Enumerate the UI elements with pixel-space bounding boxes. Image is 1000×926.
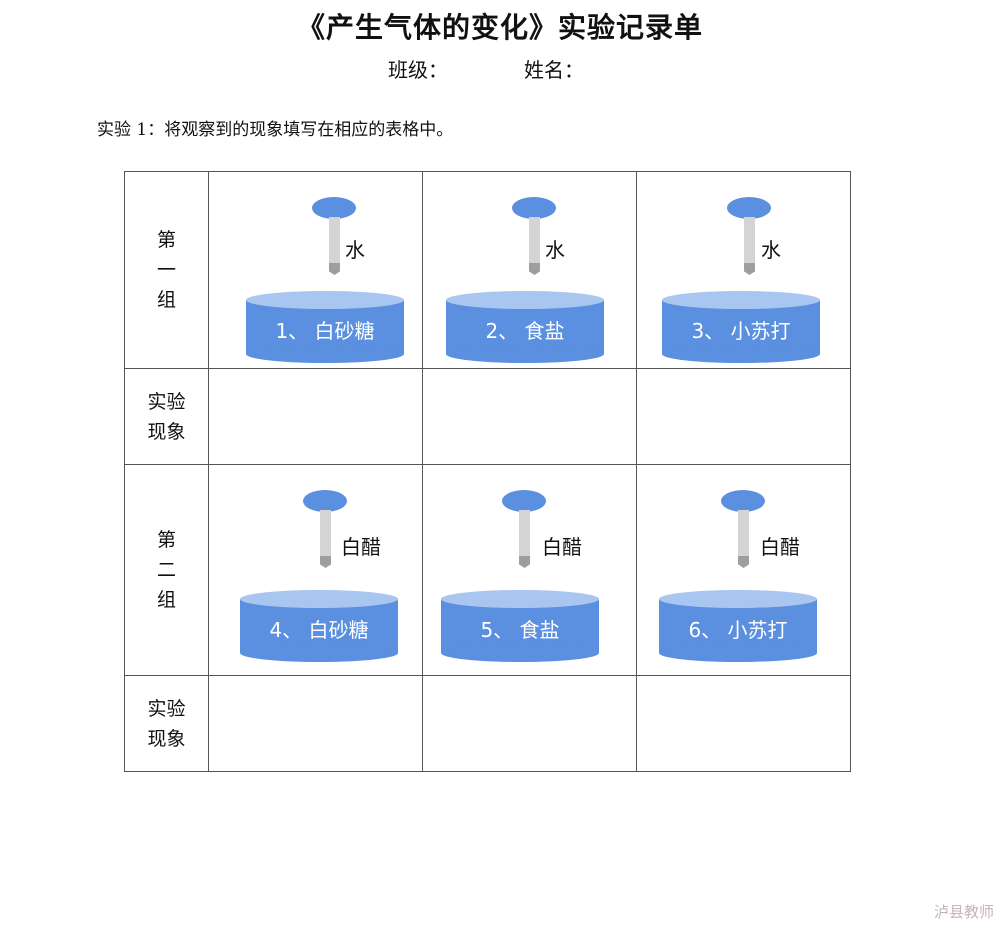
observation-cell[interactable] [422, 368, 637, 465]
dropper-icon [719, 197, 779, 287]
substance-label: 2、 食盐 [485, 319, 565, 343]
experiment-illustration: 白醋 5、 食盐 [423, 465, 637, 675]
experiment-illustration: 白醋 4、 白砂糖 [209, 465, 423, 675]
watermark: 泸县教师 [933, 903, 994, 921]
instruction-text: 实验 1：将观察到的现象填写在相应的表格中。 [97, 120, 454, 140]
observation-row-2: 实验现象 [124, 675, 851, 772]
experiment-illustration: 水 3、 小苏打 [637, 172, 851, 368]
reagent-label: 白醋 [542, 535, 582, 559]
beaker-icon: 2、 食盐 [446, 291, 604, 363]
dropper-icon [295, 490, 355, 580]
observation-cell[interactable] [208, 675, 423, 772]
group1-row: 第一组 水 1、 白砂糖 水 2、 食盐 [124, 171, 851, 369]
beaker-icon: 4、 白砂糖 [240, 590, 398, 662]
experiment-illustration: 水 1、 白砂糖 [209, 172, 423, 368]
beaker-icon: 3、 小苏打 [662, 291, 820, 363]
record-table: 第一组 水 1、 白砂糖 水 2、 食盐 [124, 171, 851, 772]
observation-cell[interactable] [636, 675, 851, 772]
beaker-icon: 1、 白砂糖 [246, 291, 404, 363]
observation-cell[interactable] [636, 368, 851, 465]
reagent-label: 白醋 [341, 535, 381, 559]
substance-label: 6、 小苏打 [688, 618, 788, 642]
dropper-icon [494, 490, 554, 580]
experiment-cell-5: 白醋 5、 食盐 [422, 464, 637, 676]
substance-label: 1、 白砂糖 [275, 319, 375, 343]
substance-label: 3、 小苏打 [691, 319, 791, 343]
reagent-label: 水 [761, 238, 781, 262]
experiment-cell-1: 水 1、 白砂糖 [208, 171, 423, 369]
dropper-icon [304, 197, 364, 287]
experiment-cell-4: 白醋 4、 白砂糖 [208, 464, 423, 676]
observation-cell[interactable] [422, 675, 637, 772]
reagent-label: 水 [545, 238, 565, 262]
observation-label: 实验现象 [124, 675, 209, 772]
reagent-label: 白醋 [760, 535, 800, 559]
reagent-label: 水 [345, 238, 365, 262]
experiment-cell-3: 水 3、 小苏打 [636, 171, 851, 369]
beaker-icon: 6、 小苏打 [659, 590, 817, 662]
class-label: 班级： [388, 58, 448, 82]
experiment-illustration: 白醋 6、 小苏打 [637, 465, 851, 675]
substance-label: 4、 白砂糖 [269, 618, 369, 642]
observation-row-1: 实验现象 [124, 368, 851, 465]
name-label: 姓名： [524, 58, 584, 82]
group2-label: 第二组 [124, 464, 209, 676]
substance-label: 5、 食盐 [480, 618, 560, 642]
group1-label: 第一组 [124, 171, 209, 369]
observation-cell[interactable] [208, 368, 423, 465]
beaker-icon: 5、 食盐 [441, 590, 599, 662]
dropper-icon [713, 490, 773, 580]
experiment-cell-2: 水 2、 食盐 [422, 171, 637, 369]
experiment-illustration: 水 2、 食盐 [423, 172, 637, 368]
observation-label: 实验现象 [124, 368, 209, 465]
experiment-cell-6: 白醋 6、 小苏打 [636, 464, 851, 676]
page-title: 《产生气体的变化》实验记录单 [296, 11, 703, 44]
group2-row: 第二组 白醋 4、 白砂糖 白醋 5、 食 [124, 464, 851, 676]
dropper-icon [504, 197, 564, 287]
